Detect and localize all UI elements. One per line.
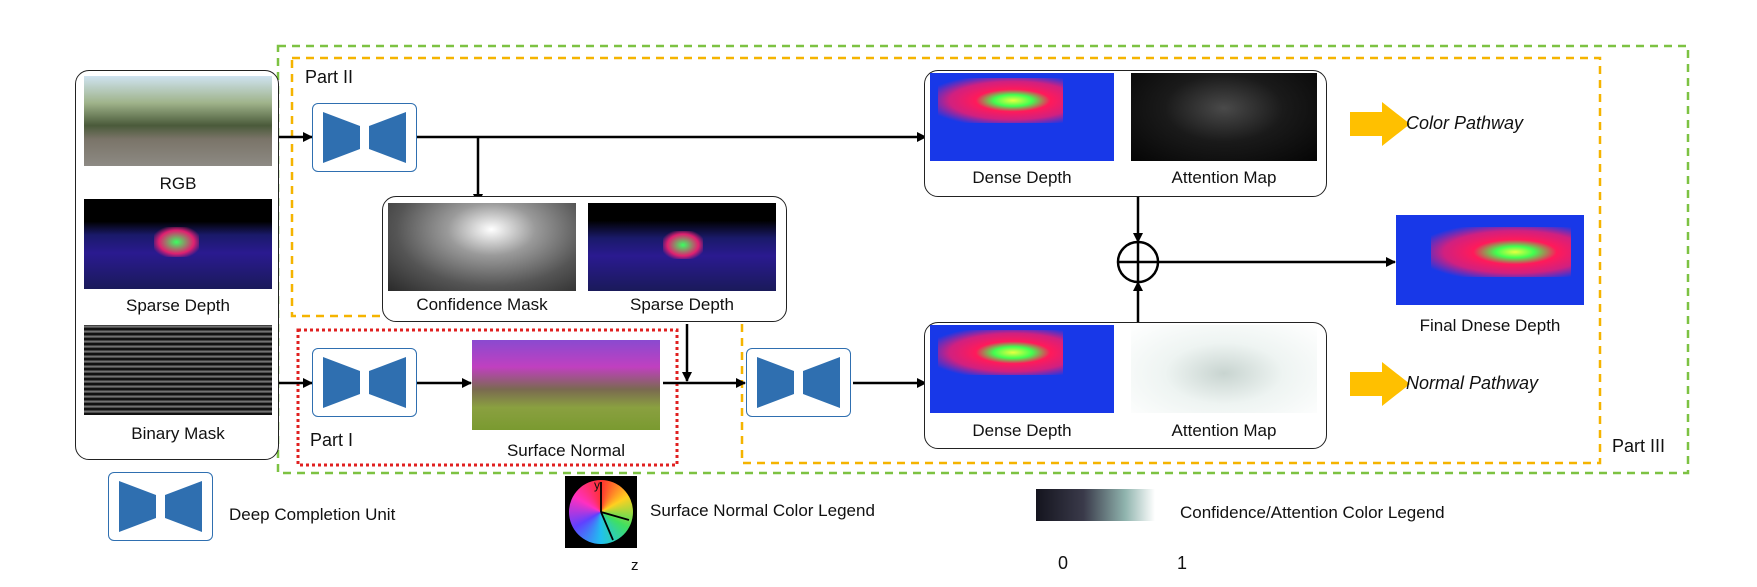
normal-legend-y: y xyxy=(594,478,600,492)
dcu-part2-icon xyxy=(323,112,406,163)
middle-sparse-depth-label: Sparse Depth xyxy=(630,295,734,314)
surface-normal-legend-swatch xyxy=(565,476,637,548)
confidence-legend-gradient xyxy=(1036,489,1155,521)
legend-dcu xyxy=(108,472,213,541)
normal-pathway-arrow xyxy=(1350,362,1410,406)
normal-attention-image xyxy=(1131,325,1317,413)
final-depth-image xyxy=(1396,215,1584,305)
normal-dense-depth-image xyxy=(930,325,1114,413)
normal-legend-z: z xyxy=(631,557,639,574)
final-depth-label: Final Dnese Depth xyxy=(1419,316,1561,335)
dcu-part1-icon xyxy=(323,357,406,408)
surface-normal-label: Surface Normal xyxy=(506,441,626,460)
sum-node xyxy=(1116,240,1160,284)
dcu-part1 xyxy=(312,348,417,417)
part3-label: Part III xyxy=(1612,436,1666,456)
color-dense-depth-image xyxy=(930,73,1114,161)
rgb-label: RGB xyxy=(159,174,197,193)
middle-sparse-depth-image xyxy=(588,203,776,291)
confidence-scale-min: 0 xyxy=(1058,553,1069,573)
surface-normal-image xyxy=(472,340,660,430)
binary-mask-image xyxy=(84,325,272,415)
dcu-part3-icon xyxy=(757,357,840,408)
color-dense-depth-label: Dense Depth xyxy=(972,168,1072,187)
surface-normal-legend-label: Surface Normal Color Legend xyxy=(650,501,875,520)
legend-dcu-label: Deep Completion Unit xyxy=(229,505,396,524)
confidence-legend-label: Confidence/Attention Color Legend xyxy=(1180,503,1445,522)
sparse-depth-label: Sparse Depth xyxy=(126,296,230,315)
rgb-image xyxy=(84,76,272,166)
confidence-scale-max: 1 xyxy=(1177,553,1188,573)
dcu-part2 xyxy=(312,103,417,172)
part1-region xyxy=(296,328,679,467)
color-attention-label: Attention Map xyxy=(1171,168,1277,187)
normal-axes-icon xyxy=(600,482,630,541)
part1-label: Part I xyxy=(310,430,354,450)
sparse-depth-image xyxy=(84,199,272,289)
color-pathway-arrow xyxy=(1350,102,1410,146)
legend-dcu-icon xyxy=(119,481,202,532)
normal-dense-depth-label: Dense Depth xyxy=(972,421,1072,440)
color-pathway-label: Color Pathway xyxy=(1406,113,1524,133)
normal-pathway-label: Normal Pathway xyxy=(1406,373,1539,393)
confidence-mask-label: Confidence Mask xyxy=(416,295,548,314)
part2-label: Part II xyxy=(305,67,354,87)
binary-mask-label: Binary Mask xyxy=(131,424,225,443)
color-attention-image xyxy=(1131,73,1317,161)
part2-region xyxy=(290,56,1602,465)
confidence-mask-image xyxy=(388,203,576,291)
dcu-part3 xyxy=(746,348,851,417)
normal-attention-label: Attention Map xyxy=(1171,421,1277,440)
